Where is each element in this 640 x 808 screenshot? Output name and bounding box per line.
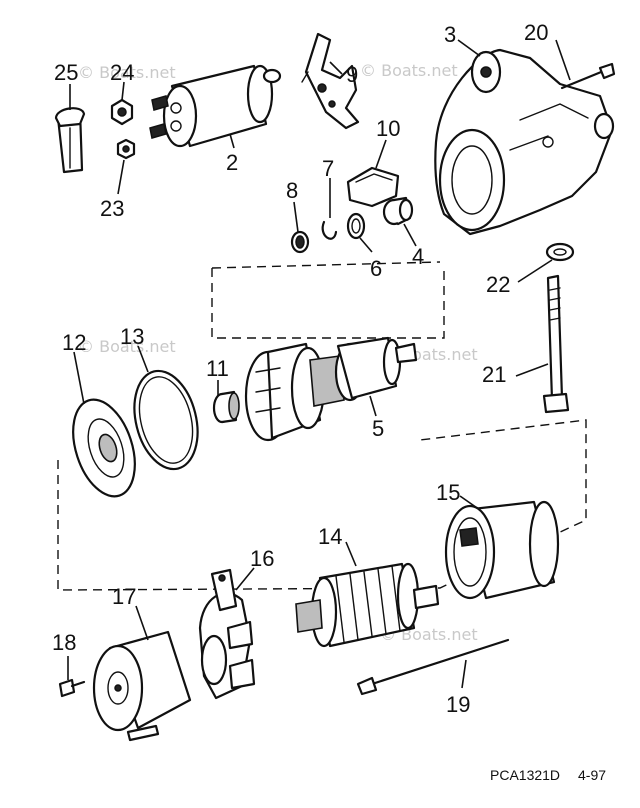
part-23-nut — [116, 138, 136, 160]
callout-12: 12 — [62, 330, 86, 355]
callout-19: 19 — [446, 692, 470, 717]
callout-14: 14 — [318, 524, 342, 549]
watermark: © Boats.net — [360, 61, 458, 80]
callout-8: 8 — [286, 178, 298, 203]
part-9-shift-lever — [301, 32, 360, 130]
callout-4: 4 — [412, 244, 424, 269]
part-11-pinion-gear — [212, 390, 240, 424]
part-17-end-cap — [92, 630, 192, 742]
leader-lines — [67, 39, 571, 689]
callout-17: 17 — [112, 584, 136, 609]
part-2-solenoid — [149, 64, 282, 148]
callout-23: 23 — [100, 196, 124, 221]
part-4-bushing — [382, 196, 414, 226]
part-3-drive-end-housing — [434, 48, 615, 236]
callout-5: 5 — [372, 416, 384, 441]
part-21-through-bolt — [542, 274, 570, 414]
part-6-washer — [346, 212, 366, 240]
callout-25: 25 — [54, 60, 78, 85]
upper-dashed-top — [211, 261, 441, 269]
part-7-retaining-ring — [321, 220, 338, 240]
part-16-brush-holder — [198, 568, 256, 700]
callout-13: 13 — [120, 324, 144, 349]
figure-date: 4-97 — [578, 767, 606, 783]
watermark: © Boats.net — [78, 337, 176, 356]
callout-24: 24 — [110, 60, 134, 85]
callout-22: 22 — [486, 272, 510, 297]
part-20-bolt — [560, 62, 616, 90]
part-8-collar — [290, 230, 310, 254]
callout-21: 21 — [482, 362, 506, 387]
part-14-armature — [295, 562, 440, 648]
callout-18: 18 — [52, 630, 76, 655]
callout-20: 20 — [524, 20, 548, 45]
part-5-drive-assembly — [244, 336, 418, 442]
callout-10: 10 — [376, 116, 400, 141]
callout-16: 16 — [250, 546, 274, 571]
callout-6: 6 — [370, 256, 382, 281]
watermark: © Boats.net — [78, 63, 176, 82]
callout-numbers: 2 3 4 5 6 7 8 9 10 11 12 13 14 15 16 17 … — [52, 20, 548, 717]
part-10-cap — [346, 166, 400, 208]
part-22-washer — [545, 242, 575, 262]
callout-15: 15 — [436, 480, 460, 505]
part-12-end-plate — [72, 398, 136, 498]
callout-2: 2 — [226, 150, 238, 175]
callout-3: 3 — [444, 22, 456, 47]
part-24-nut — [110, 98, 134, 126]
upper-dashed-bracket — [211, 268, 445, 339]
callout-9: 9 — [346, 62, 358, 87]
callout-7: 7 — [322, 156, 334, 181]
part-15-frame-housing — [444, 500, 560, 600]
part-19-long-bolt — [356, 638, 510, 696]
part-25-boot — [54, 107, 86, 174]
part-13-o-ring — [133, 369, 199, 471]
callout-11: 11 — [206, 356, 229, 381]
footer: PCA1321D 4-97 — [490, 767, 606, 783]
part-18-screw — [58, 678, 86, 698]
figure-code: PCA1321D — [490, 767, 560, 783]
